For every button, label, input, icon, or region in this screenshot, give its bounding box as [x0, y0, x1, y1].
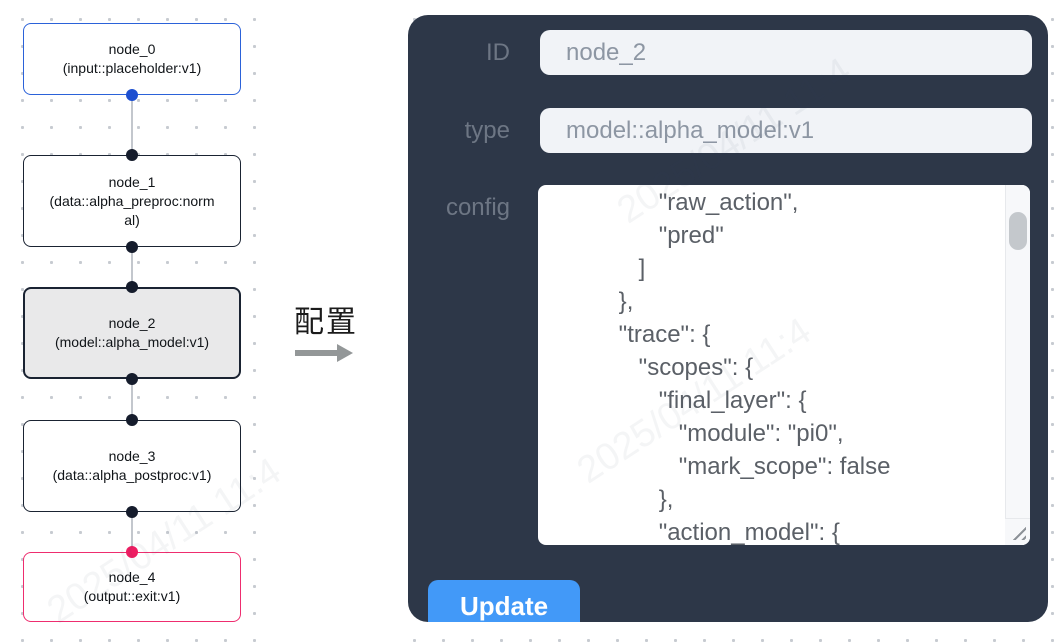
node-config-panel: ID type config "raw_action", "pred" ] },… [408, 15, 1048, 622]
flow-canvas: node_0 (input::placeholder:v1) node_1 (d… [0, 0, 270, 643]
node2-input-handle[interactable] [126, 281, 138, 293]
type-field-label: type [464, 117, 510, 144]
node-title: node_3 [108, 448, 156, 464]
config-scrollbar-thumb[interactable] [1009, 212, 1027, 250]
update-button[interactable]: Update [428, 580, 580, 622]
edge-node0-node1 [131, 95, 133, 156]
flow-node-node3[interactable]: node_3 (data::alpha_postproc:v1) [23, 420, 241, 512]
node-title: node_2 [108, 315, 156, 331]
flow-node-node2-selected[interactable]: node_2 (model::alpha_model:v1) [23, 287, 241, 379]
flow-node-node4[interactable]: node_4 (output::exit:v1) [23, 552, 241, 622]
node-type-label: (input::placeholder:v1) [62, 60, 202, 76]
flow-node-node1[interactable]: node_1 (data::alpha_preproc:normal) [23, 155, 241, 247]
node3-output-handle[interactable] [126, 506, 138, 518]
node3-input-handle[interactable] [126, 414, 138, 426]
id-input[interactable] [540, 30, 1032, 75]
node-title: node_0 [108, 41, 156, 57]
config-field-label: config [445, 194, 510, 221]
edge-node2-node3 [131, 379, 133, 421]
configure-label: 配置 [294, 306, 358, 339]
resize-handle-icon[interactable] [1011, 525, 1026, 540]
node2-output-handle[interactable] [126, 373, 138, 385]
edge-node1-node2 [131, 247, 133, 288]
type-input[interactable] [540, 108, 1032, 153]
node-type-label: (data::alpha_postproc:v1) [52, 467, 212, 483]
node1-input-handle[interactable] [126, 149, 138, 161]
node-title: node_4 [108, 569, 156, 585]
flow-node-node0[interactable]: node_0 (input::placeholder:v1) [23, 23, 241, 95]
config-scrollbar-track[interactable] [1005, 185, 1030, 545]
node-title: node_1 [108, 173, 156, 190]
id-field-label: ID [486, 39, 510, 66]
node4-input-handle[interactable] [126, 546, 138, 558]
node1-output-handle[interactable] [126, 241, 138, 253]
config-textarea[interactable]: "raw_action", "pred" ] }, "trace": { "sc… [538, 185, 1030, 545]
scrollbar-corner [1005, 518, 1030, 545]
node-type-label: (output::exit:v1) [83, 588, 181, 604]
node-type-label: (model::alpha_model:v1) [54, 334, 210, 350]
edge-node3-node4 [131, 512, 133, 553]
panel-canvas: ID type config "raw_action", "pred" ] },… [392, 0, 1062, 643]
node-type-label: (data::alpha_preproc:normal) [49, 192, 215, 228]
node0-output-handle[interactable] [126, 89, 138, 101]
config-json-text[interactable]: "raw_action", "pred" ] }, "trace": { "sc… [618, 189, 891, 545]
